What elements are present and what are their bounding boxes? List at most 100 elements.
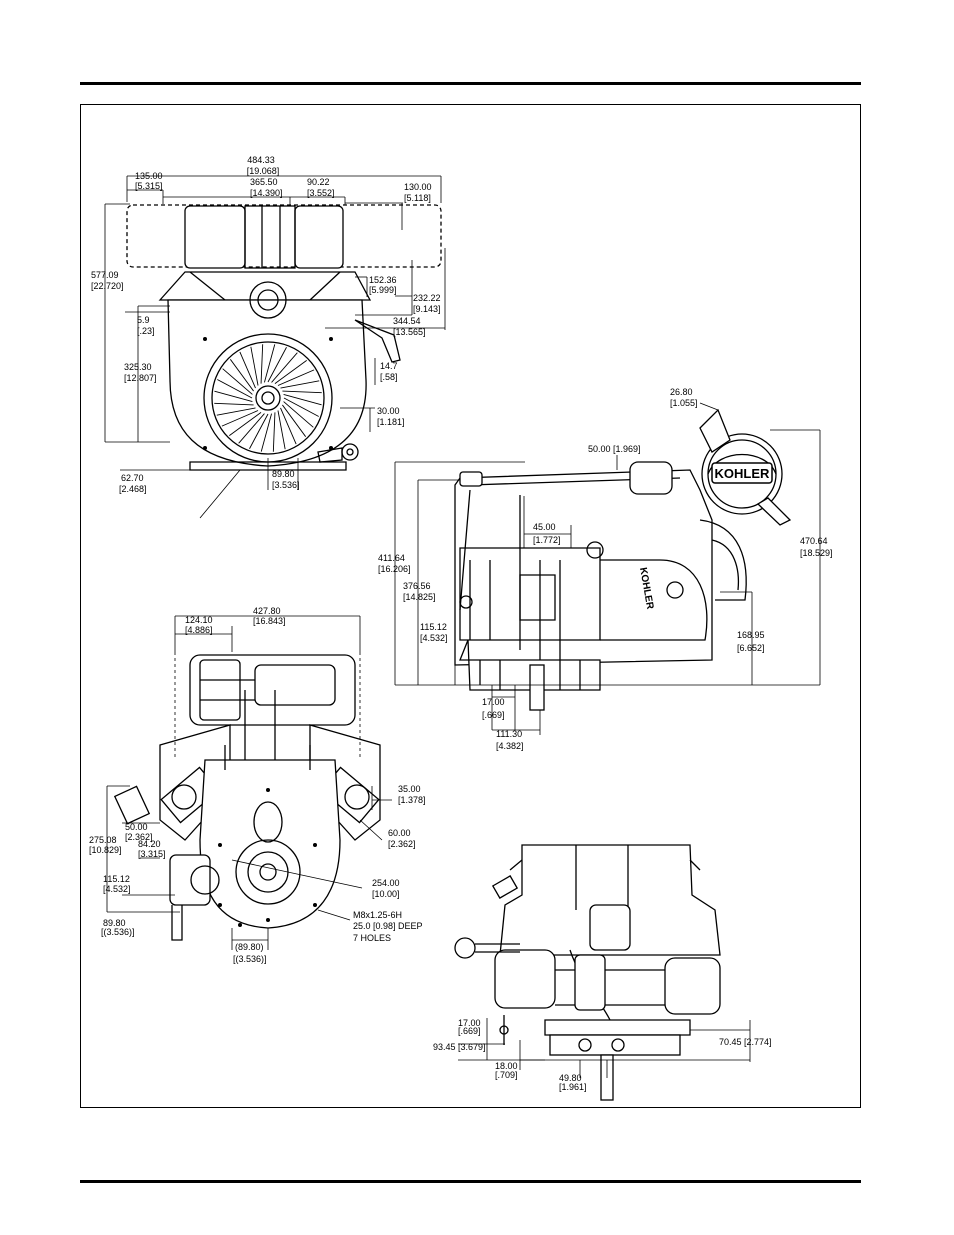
front-dimension-label: 5.9 — [137, 315, 150, 325]
grille-slot — [221, 410, 259, 427]
kohler-badge-logo: KOHLER — [715, 466, 771, 481]
top-dimension-label: M8x1.25-6H — [353, 910, 402, 920]
front-dimension-label: 89.80 — [272, 469, 295, 479]
grille-slot — [282, 390, 322, 394]
rear-dimension-label: [1.961] — [559, 1082, 587, 1092]
front-dimension-label: 90.22 — [307, 177, 330, 187]
front-dimension-label: [.58] — [380, 372, 398, 382]
top-dimension-label: 115.12 — [103, 874, 130, 884]
grille-slot — [229, 359, 254, 392]
grille-slot — [222, 368, 253, 395]
side-dimension-label: [18.529] — [800, 548, 833, 558]
grille-slot — [260, 344, 264, 384]
grille-slot — [217, 379, 253, 399]
front-dimension-label: 484.33 — [247, 155, 275, 165]
front-dimension-label: 14.7 — [380, 361, 398, 371]
side-dimension-label: 376.56 — [403, 581, 431, 591]
front-dimension-label: [1.181] — [377, 417, 405, 427]
front-dimension-label: 135.00 — [135, 171, 163, 181]
top-dimension-label: 89.80 — [103, 918, 126, 928]
top-dimension-label: [3.315] — [138, 849, 166, 859]
grille-slot — [280, 407, 297, 445]
grille-slot — [249, 413, 269, 449]
front-dimension-label: [3.536] — [272, 480, 300, 490]
rear-dimension-label: 18.00 — [495, 1061, 518, 1071]
footer-rule — [80, 1180, 861, 1183]
top-dimension-label: [10.829] — [89, 845, 122, 855]
rear-view-labels: 17.00[.669]93.45 [3.679]70.45 [2.774]18.… — [433, 1018, 772, 1092]
side-dimension-label: [14.825] — [403, 592, 436, 602]
top-dimension-label: 35.00 — [398, 784, 421, 794]
grille-slot — [238, 413, 265, 444]
top-dimension-label: 25.0 [0.98] DEEP — [353, 921, 423, 931]
front-dimension-label: [19.068] — [247, 166, 280, 176]
drawing-frame — [80, 104, 861, 1108]
grille-slot — [229, 412, 262, 437]
top-dimension-label: [10.00] — [372, 889, 400, 899]
top-dimension-label: [(3.536)] — [101, 927, 135, 937]
front-dimension-label: 232.22 — [413, 293, 441, 303]
top-dimension-label: (89.80) — [235, 942, 264, 952]
side-dimension-label: 17.00 — [482, 697, 505, 707]
grille-slot — [282, 404, 307, 437]
top-view-labels: 427.80[16.843]124.10[4.886]35.00[1.378]2… — [89, 606, 426, 964]
front-dimension-label: [13.565] — [393, 327, 426, 337]
top-dimension-label: 275.08 — [89, 835, 117, 845]
front-dimension-label: [3.552] — [307, 188, 335, 198]
grille-slot — [271, 352, 298, 383]
front-dimension-label: [5.999] — [369, 285, 397, 295]
grille-slot — [260, 413, 272, 452]
front-view-labels: 484.33[19.068] 135.00[5.315] 365.50[14.390… — [91, 155, 441, 494]
front-dimension-label: [22.720] — [91, 281, 124, 291]
side-dimension-label: [6.652] — [737, 643, 765, 653]
grille-slot — [283, 401, 314, 428]
front-dimension-label: 325.30 — [124, 362, 152, 372]
rear-dimension-label: 93.45 [3.679] — [433, 1042, 486, 1052]
grille-slot — [277, 410, 286, 450]
grille-slot — [267, 347, 287, 383]
side-dimension-label: [1.772] — [533, 535, 561, 545]
front-dimension-label: 365.50 — [250, 177, 278, 187]
side-dimension-label: 411.64 — [378, 553, 405, 563]
side-dimension-label: 26.80 — [670, 387, 693, 397]
front-view-engine — [126, 204, 442, 471]
side-dimension-label: [16.206] — [378, 564, 411, 574]
top-dimension-label: [(3.536)] — [233, 954, 267, 964]
top-dimension-label: 84.20 — [138, 839, 161, 849]
grille-slot — [216, 407, 256, 416]
grille-slot — [239, 351, 256, 389]
top-dimension-label: 60.00 — [388, 828, 411, 838]
grille-slot — [283, 397, 319, 417]
side-dimension-label: 470.64 — [800, 536, 828, 546]
side-dimension-label: [.669] — [482, 710, 505, 720]
top-dimension-label: [2.362] — [388, 839, 416, 849]
side-dimension-label: 115.12 — [420, 622, 447, 632]
top-view-dimensions — [106, 615, 392, 950]
front-dimension-label: [14.390] — [250, 188, 283, 198]
header-rule — [80, 82, 861, 85]
grille-slot — [277, 369, 315, 386]
top-dimension-label: [1.378] — [398, 795, 426, 805]
rear-dimension-label: 49.80 — [559, 1073, 582, 1083]
rear-view-dimensions — [458, 1018, 751, 1078]
front-dimension-label: 152.36 — [369, 275, 397, 285]
grille-slot — [280, 380, 320, 389]
top-dimension-label: [4.886] — [185, 625, 213, 635]
side-dimension-label: 111.30 — [496, 729, 522, 739]
grille-slot — [283, 394, 322, 406]
front-dimension-label: [9.143] — [413, 304, 441, 314]
grille-slot — [250, 346, 259, 386]
side-dimension-label: 50.00 [1.969] — [588, 444, 641, 454]
side-dimension-label: 168.95 — [737, 630, 765, 640]
front-dimension-label: 30.00 — [377, 406, 400, 416]
front-dimension-label: [2.468] — [119, 484, 147, 494]
grille-slot — [214, 402, 254, 406]
rear-view-engine — [454, 844, 721, 1101]
side-dimension-label: [4.532] — [420, 633, 448, 643]
top-dimension-label: 254.00 — [372, 878, 400, 888]
top-dimension-label: 427.80 — [253, 606, 281, 616]
front-dimension-label: 62.70 — [121, 473, 144, 483]
front-dimension-label: [5.315] — [135, 181, 163, 191]
rear-dimension-label: 17.00 — [458, 1018, 481, 1028]
